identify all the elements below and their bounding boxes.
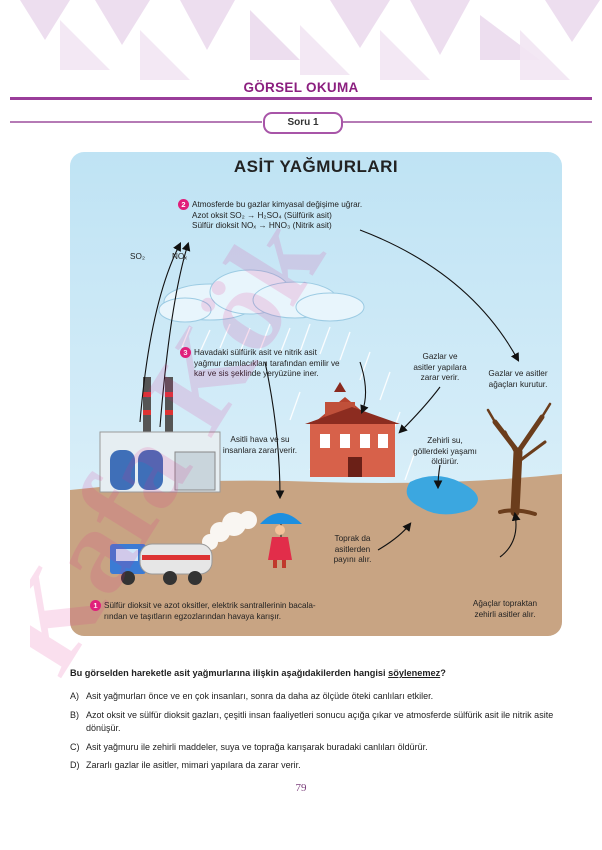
lakes-line-1: Zehirli su, — [427, 436, 463, 445]
trees-dry-line-1: Gazlar ve asitler — [488, 369, 548, 378]
trees-soil-caption: Ağaçlar topraktan zehirli asitler alır. — [455, 599, 555, 620]
step-3-line-2: yağmur damlacıkları tarafından emilir ve — [194, 358, 340, 368]
option-a-text: Asit yağmurları önce ve en çok insanları… — [86, 691, 434, 701]
trees-dry-line-2: ağaçları kurutur. — [488, 379, 548, 389]
step-3-line-1: Havadaki sülfürik asit ve nitrik asit — [194, 348, 317, 357]
soil-line-3: payını alır. — [333, 555, 372, 564]
option-a[interactable]: A) Asit yağmurları önce ve en çok insanla… — [70, 690, 540, 703]
lakes-line-2: göllerdeki yaşamı — [413, 446, 477, 456]
lake — [406, 476, 478, 515]
ground-soil — [70, 474, 562, 636]
soil-line-2: asitlerden — [334, 544, 371, 554]
people-caption: Asitli hava ve su insanlara zarar verir. — [210, 435, 310, 456]
cloud-icon — [158, 269, 365, 323]
question-stem-suffix: ? — [440, 668, 446, 678]
header-diamond-pattern — [0, 0, 602, 90]
people-line-2: insanlara zarar verir. — [222, 445, 298, 455]
power-plant-factory — [99, 377, 221, 493]
trees-soil-line-2: zehirli asitler alır. — [474, 609, 536, 619]
people-line-1: Asitli hava ve su — [230, 435, 290, 444]
dead-tree — [486, 402, 552, 517]
step-3-badge: 3 — [180, 347, 191, 358]
figure-title: ASİT YAĞMURLARI — [233, 157, 399, 176]
option-a-letter: A) — [70, 691, 79, 701]
soil-line-1: Toprak da — [334, 534, 371, 543]
illustration-graphics — [70, 152, 562, 636]
option-c[interactable]: C) Asit yağmuru ile zehirli maddeler, suy… — [70, 741, 540, 754]
buildings-line-1: Gazlar ve — [422, 352, 458, 361]
buildings-line-2: asitler yapılara — [413, 362, 467, 372]
question-stem-prefix: Bu görselden hareketle asit yağmurlarına… — [70, 668, 389, 678]
badge-rule-left — [10, 121, 262, 123]
smoke-puffs — [202, 511, 257, 550]
girl-with-umbrella — [260, 513, 302, 568]
step-2-badge: 2 — [178, 199, 189, 210]
lakes-caption: Zehirli su, göllerdeki yaşamı öldürür. — [405, 436, 485, 468]
step-2-line-2: Azot oksit SO₂ → H₂SO₄ (Sülfürik asit) — [192, 210, 332, 220]
step-1-line-2: rından ve taşıtların egzozlarından havay… — [104, 611, 282, 621]
step-1-badge: 1 — [90, 600, 101, 611]
buildings-line-3: zarar verir. — [420, 373, 460, 382]
question-stem-emphasis: söylenemez — [388, 668, 441, 678]
tanker-truck — [110, 543, 213, 585]
step-3-line-3: kar ve sis şeklinde yeryüzüne iner. — [194, 369, 319, 378]
buildings-caption: Gazlar ve asitler yapılara zarar verir. — [400, 352, 480, 384]
title-divider — [10, 97, 592, 100]
trees-soil-line-1: Ağaçlar topraktan — [472, 599, 538, 608]
step-2-line-1: Atmosferde bu gazlar kimyasal değişime u… — [192, 200, 363, 209]
gas-so2-label: SO₂ — [130, 252, 146, 261]
section-title: GÖRSEL OKUMA — [243, 80, 359, 95]
question-stem: Bu görselden hareketle asit yağmurlarına… — [70, 668, 550, 678]
step-1-line-1: Sülfür dioksit ve azot oksitler, elektri… — [104, 601, 316, 610]
option-d[interactable]: D) Zararlı gazlar ile asitler, mimari yap… — [70, 759, 540, 772]
brick-house — [305, 382, 400, 477]
option-d-text: Zararlı gazlar ile asitler, mimari yapıl… — [86, 760, 301, 770]
page-number: 79 — [295, 782, 307, 794]
trees-dry-caption: Gazlar ve asitler ağaçları kurutur. — [478, 369, 558, 390]
gas-nox-label: NOₓ — [172, 252, 187, 261]
soil-caption: Toprak da asitlerden payını alır. — [320, 534, 385, 566]
option-d-letter: D) — [70, 760, 80, 770]
process-arrows — [139, 229, 521, 558]
option-b-letter: B) — [70, 710, 79, 720]
question-badge: Soru 1 — [263, 112, 343, 134]
step-2-line-3: Sülfür dioksit NOₓ → HNO₃ (Nitrik asit) — [192, 221, 332, 230]
lakes-line-3: öldürür. — [431, 457, 459, 466]
option-c-letter: C) — [70, 742, 80, 752]
option-b-text: Azot oksit ve sülfür dioksit gazları, çe… — [86, 710, 554, 733]
badge-rule-right — [340, 121, 592, 123]
option-c-text: Asit yağmuru ile zehirli maddeler, suya … — [86, 742, 428, 752]
option-b[interactable]: B) Azot oksit ve sülfür dioksit gazları, … — [70, 709, 556, 735]
